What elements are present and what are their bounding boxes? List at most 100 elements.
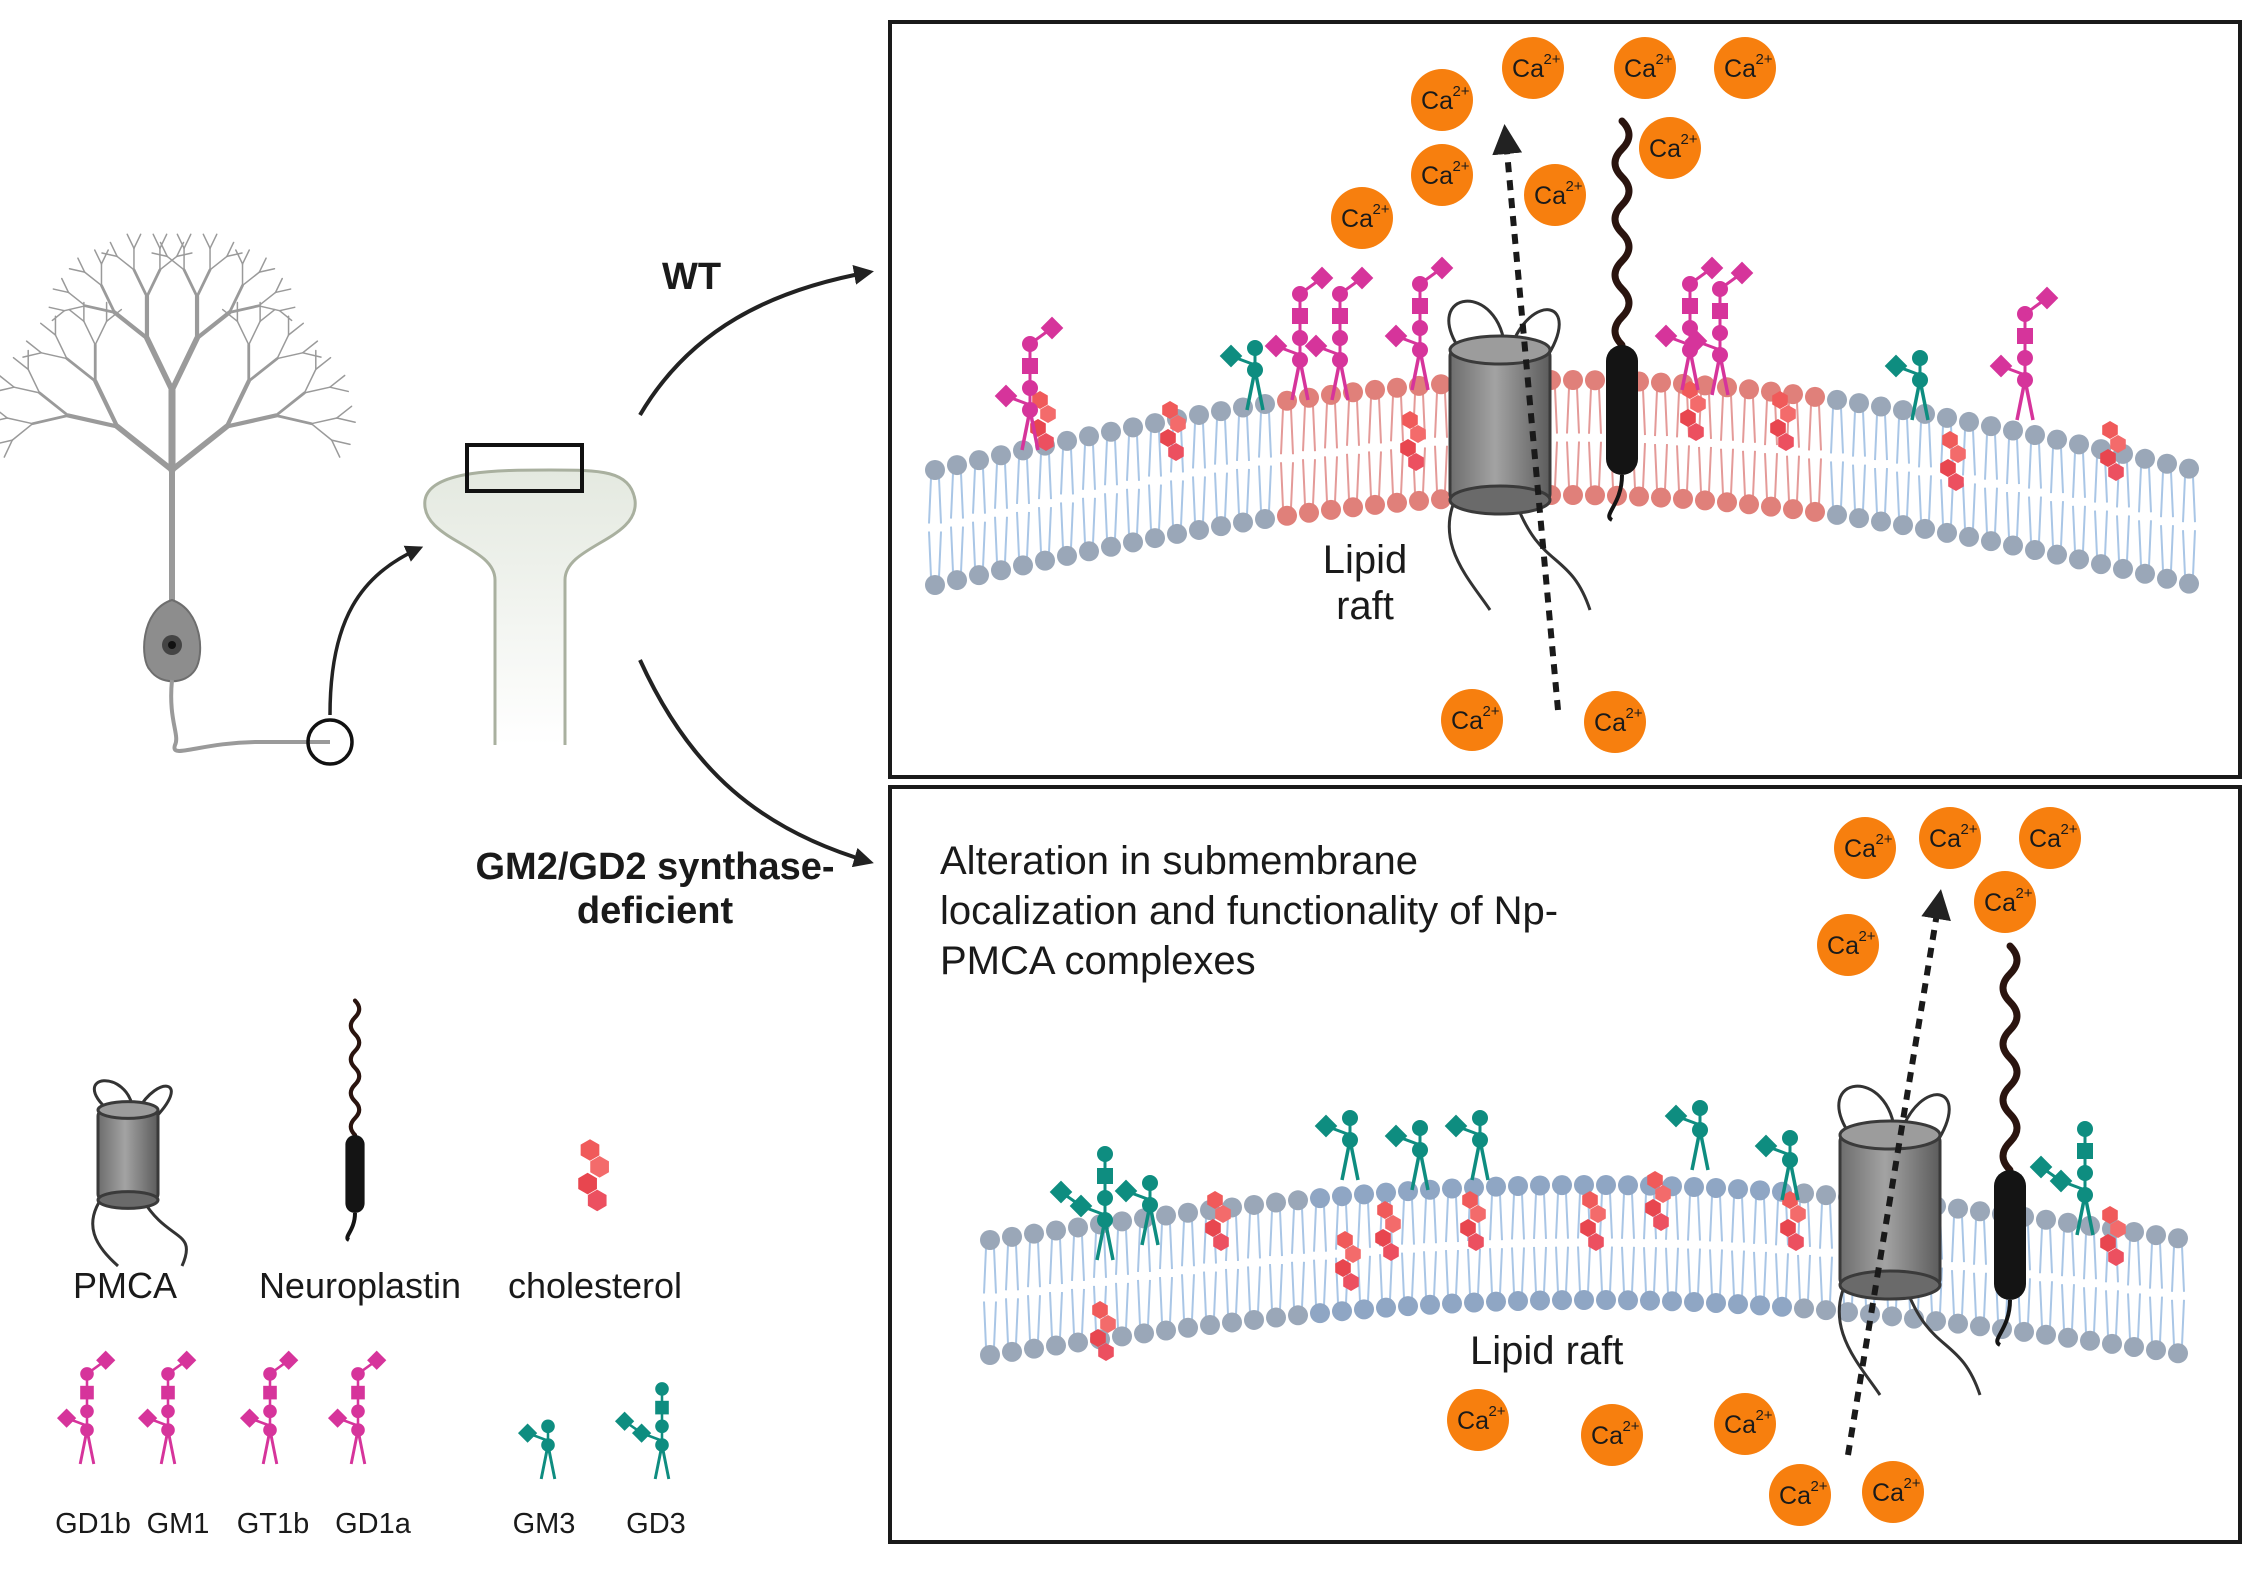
svg-text:2+: 2+	[1452, 158, 1469, 175]
legend-neuroplastin-icon	[345, 998, 365, 1242]
legend-gd1b-label: GD1b	[55, 1508, 131, 1540]
svg-text:2+: 2+	[1622, 1418, 1639, 1435]
svg-text:2+: 2+	[2015, 885, 2032, 902]
svg-text:2+: 2+	[1755, 51, 1772, 68]
svg-text:Ca: Ca	[1591, 1422, 1623, 1450]
neuron-illustration	[0, 233, 356, 766]
svg-text:2+: 2+	[1680, 131, 1697, 148]
svg-text:2+: 2+	[1755, 1407, 1772, 1424]
svg-text:2+: 2+	[1482, 703, 1499, 720]
svg-text:2+: 2+	[1875, 831, 1892, 848]
legend-gd1a-label: GD1a	[335, 1508, 411, 1540]
deficient-branch-arrow	[638, 659, 874, 868]
deficient-branch-label: GM2/GD2 synthase-deficient	[475, 846, 835, 932]
svg-text:Ca: Ca	[1844, 835, 1876, 863]
wt-panel-frame	[888, 20, 2242, 779]
svg-text:Ca: Ca	[1984, 889, 2016, 917]
svg-text:Ca: Ca	[1827, 932, 1859, 960]
legend-gt1b-label: GT1b	[236, 1508, 310, 1540]
svg-text:2+: 2+	[1488, 1403, 1505, 1420]
wt-calcium-efflux-arrow	[1492, 124, 1561, 711]
svg-text:Ca: Ca	[1624, 55, 1656, 83]
deficient-calcium-efflux-arrow	[1845, 889, 1951, 1456]
svg-text:2+: 2+	[1960, 821, 1977, 838]
svg-text:Ca: Ca	[1421, 162, 1453, 190]
svg-text:Ca: Ca	[1512, 55, 1544, 83]
svg-text:Ca: Ca	[1929, 825, 1961, 853]
legend-gm3-label: GM3	[512, 1508, 576, 1540]
axon-terminal-circle	[306, 718, 354, 766]
svg-text:Ca: Ca	[1534, 182, 1566, 210]
svg-text:Ca: Ca	[1421, 87, 1453, 115]
legend-gt1b-icon	[239, 1350, 299, 1465]
svg-text:2+: 2+	[1810, 1478, 1827, 1495]
svg-text:2+: 2+	[2060, 821, 2077, 838]
legend	[56, 998, 671, 1480]
zoom-arrow	[328, 545, 424, 716]
legend-neuroplastin-label: Neuroplastin	[258, 1265, 462, 1306]
svg-text:2+: 2+	[1625, 705, 1642, 722]
bouton-outline	[423, 468, 637, 745]
svg-text:Ca: Ca	[1724, 1411, 1756, 1439]
legend-gd3-label: GD3	[626, 1508, 686, 1540]
svg-text:2+: 2+	[1372, 201, 1389, 218]
svg-text:2+: 2+	[1452, 83, 1469, 100]
svg-text:Ca: Ca	[1594, 709, 1626, 737]
svg-text:Ca: Ca	[1779, 1482, 1811, 1510]
dendrites	[0, 233, 356, 620]
svg-text:2+: 2+	[1858, 928, 1875, 945]
legend-gm1-label: GM1	[146, 1508, 210, 1540]
synaptic-bouton	[423, 443, 637, 745]
svg-text:Ca: Ca	[1341, 205, 1373, 233]
legend-gd1a-icon	[327, 1350, 387, 1465]
legend-pmca-label: PMCA	[72, 1265, 177, 1306]
svg-text:2+: 2+	[1543, 51, 1560, 68]
svg-text:Ca: Ca	[1457, 1407, 1489, 1435]
deficient-panel-caption: Alteration in submembrane localization a…	[940, 839, 1559, 983]
svg-text:Ca: Ca	[1451, 707, 1483, 735]
legend-cholesterol-icon	[578, 1139, 609, 1212]
legend-gm3-icon	[517, 1419, 557, 1480]
bouton-body	[424, 470, 636, 745]
svg-text:Ca: Ca	[1724, 55, 1756, 83]
legend-cholesterol-label: cholesterol	[507, 1265, 683, 1306]
legend-gm1-icon	[137, 1350, 197, 1465]
nucleolus	[168, 641, 176, 649]
svg-text:2+: 2+	[1655, 51, 1672, 68]
svg-text:Ca: Ca	[1872, 1479, 1904, 1507]
axon	[169, 679, 330, 753]
svg-text:Ca: Ca	[1649, 135, 1681, 163]
wt-branch-label: WT	[662, 256, 722, 298]
membrane-zoom-box	[465, 443, 584, 493]
deficient-lipid-raft-label: Lipid raft	[1470, 1329, 1624, 1373]
svg-text:Ca: Ca	[2029, 825, 2061, 853]
wt-lipid-raft-label: Lipid raft	[1322, 538, 1408, 628]
wt-branch-arrow	[638, 264, 874, 417]
svg-text:2+: 2+	[1903, 1475, 1920, 1492]
legend-gd1b-icon	[56, 1350, 116, 1465]
legend-pmca-icon	[91, 1079, 188, 1268]
